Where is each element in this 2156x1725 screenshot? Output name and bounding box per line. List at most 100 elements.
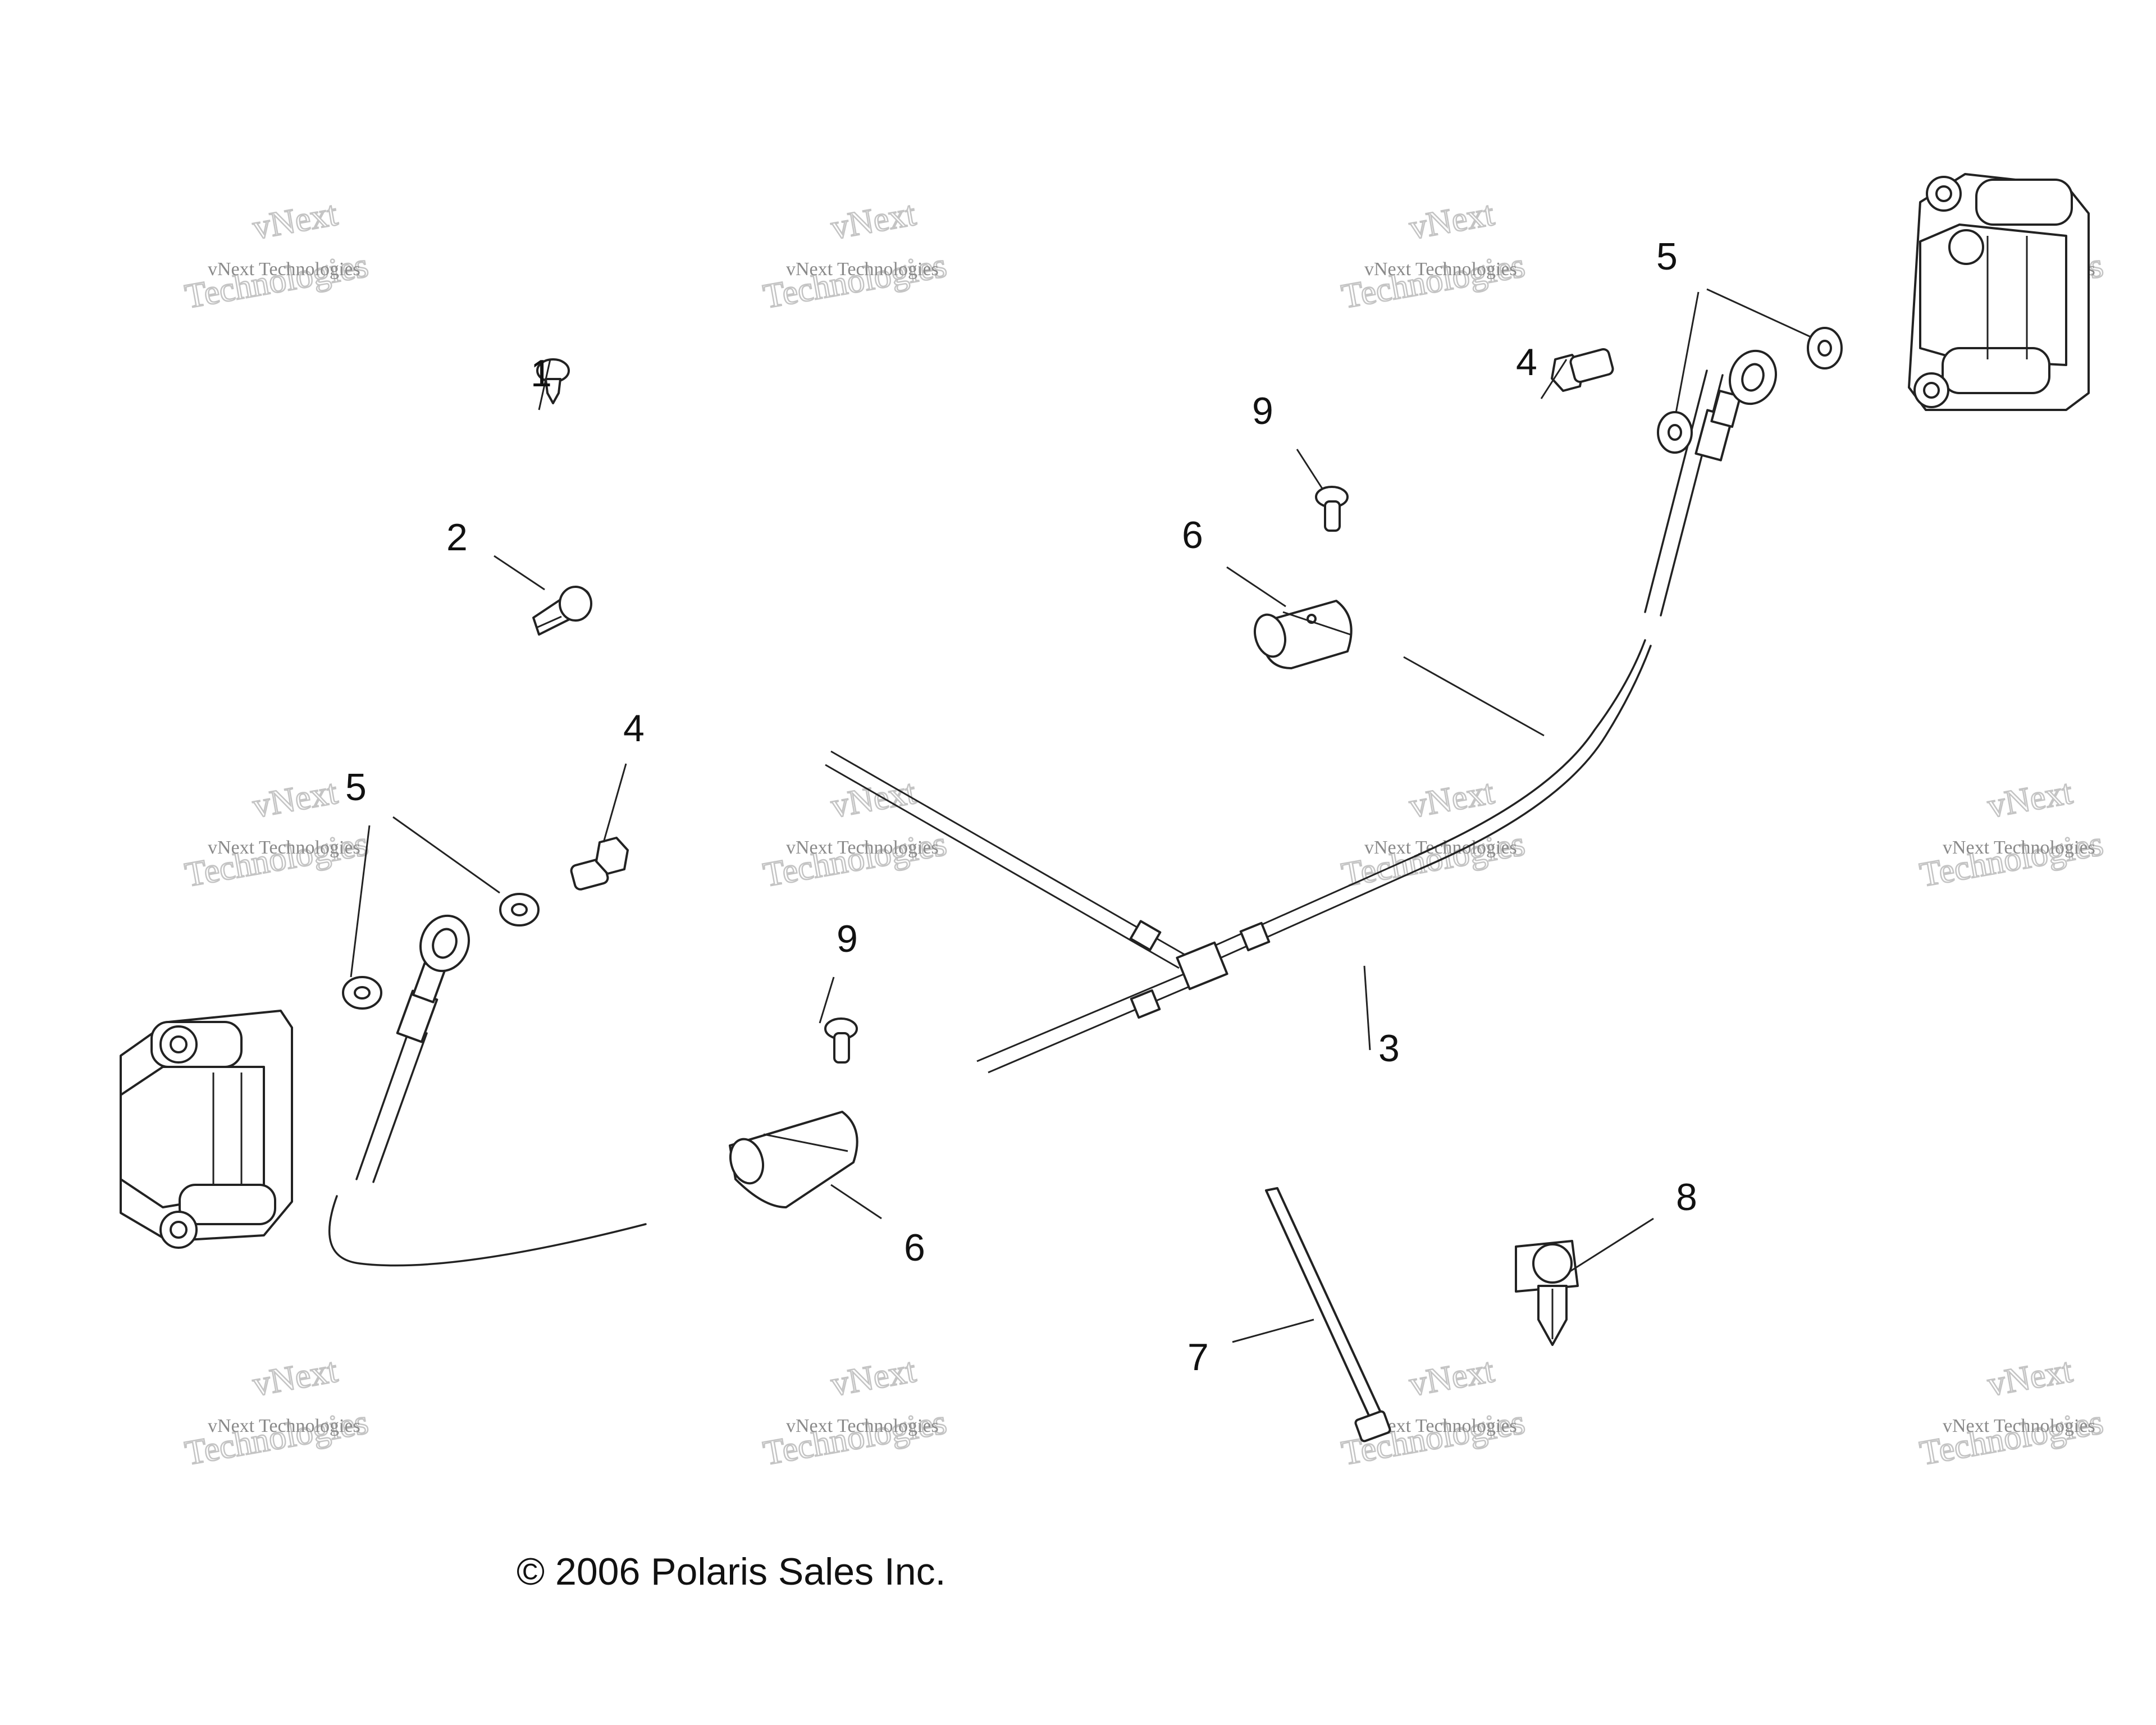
clip-edge xyxy=(1282,611,1351,636)
watermark-text: vNext Technologies xyxy=(1943,837,2095,858)
hose-ferrule xyxy=(1129,920,1162,951)
hose-ferrule xyxy=(1239,921,1271,952)
right-brake-caliper xyxy=(1908,173,2090,411)
callouts: 1 2 3 4 4 5 5 6 6 7 8 9 9 xyxy=(345,235,1697,1379)
crush-washers xyxy=(342,327,1843,1010)
brake-line-segment xyxy=(830,750,1185,956)
watermark-vnext: vNext xyxy=(250,195,340,247)
right-brake-hose xyxy=(1644,349,1778,617)
banjo-bolt-left xyxy=(570,837,629,891)
caliper-piston xyxy=(1975,179,2073,226)
watermark-technologies: Technologies xyxy=(182,824,371,894)
watermark-text: vNext Technologies xyxy=(208,837,360,858)
left-brake-hose xyxy=(328,914,647,1267)
watermark-technologies: Technologies xyxy=(182,1403,371,1472)
leader-6a xyxy=(1226,566,1286,608)
watermarks: vNext Technologies vNext Technologies vN… xyxy=(181,194,2107,1473)
callout-5: 5 xyxy=(1656,235,1678,278)
hose-tube xyxy=(1644,369,1708,613)
leader-6b xyxy=(830,1184,882,1220)
banjo-hole xyxy=(432,928,458,959)
leader-4a xyxy=(602,763,627,843)
leader-4b xyxy=(1540,359,1568,399)
leader-2 xyxy=(494,555,545,591)
bolt-head xyxy=(595,837,629,875)
washer-hole xyxy=(511,903,528,916)
brake-line-segment xyxy=(1212,868,1421,962)
leader-9a xyxy=(1296,449,1323,489)
watermark-vnext: vNext xyxy=(250,773,340,825)
leader-5a-2 xyxy=(350,825,371,978)
bolt-shank xyxy=(1569,348,1614,384)
tie-strap xyxy=(1265,1187,1385,1425)
watermark-vnext: vNext xyxy=(1985,1352,2075,1404)
hose-tube xyxy=(355,1026,411,1180)
callout-1: 1 xyxy=(531,352,552,395)
washer-hole xyxy=(1817,340,1832,357)
watermark-technologies: Technologies xyxy=(1917,824,2106,894)
leader-7 xyxy=(1232,1318,1314,1343)
callout-4: 4 xyxy=(1516,341,1537,384)
watermark-text: vNext Technologies xyxy=(1364,259,1517,280)
caliper-piston xyxy=(1942,347,2050,394)
watermark-text: vNext Technologies xyxy=(786,1416,939,1436)
washer-hole xyxy=(354,986,371,1000)
callout-9: 9 xyxy=(837,918,858,960)
tee-fitting xyxy=(1176,941,1228,991)
screw-lower xyxy=(824,1017,858,1064)
rivet-shank xyxy=(545,378,561,404)
copyright-notice: © 2006 Polaris Sales Inc. xyxy=(517,1550,946,1593)
washer-hole xyxy=(1668,424,1682,441)
clamp-loop xyxy=(559,586,592,622)
watermark-vnext: vNext xyxy=(1406,1352,1497,1404)
watermark-technologies: Technologies xyxy=(1339,246,1528,316)
watermark-technologies: Technologies xyxy=(1339,824,1528,894)
clip-opening xyxy=(729,1138,764,1185)
brake-line-segment xyxy=(1207,855,1415,950)
leader-5b-2 xyxy=(1706,288,1811,338)
brake-line-segment xyxy=(1414,639,1646,857)
screw-shank xyxy=(833,1032,850,1064)
callout-4: 4 xyxy=(623,707,645,750)
leader-5a xyxy=(392,816,500,894)
watermark-text: vNext Technologies xyxy=(1943,1416,2095,1436)
callout-3: 3 xyxy=(1378,1027,1400,1070)
caliper-mount-hole-inner xyxy=(1923,382,1940,399)
leader-lines xyxy=(350,288,1811,1343)
callout-6: 6 xyxy=(904,1226,925,1269)
watermark-vnext: vNext xyxy=(1406,195,1497,247)
callout-8: 8 xyxy=(1676,1176,1697,1219)
banjo-hole xyxy=(1741,363,1765,392)
leader-8 xyxy=(1569,1217,1654,1273)
callout-6: 6 xyxy=(1182,514,1203,556)
clip-opening xyxy=(1254,613,1286,658)
watermark-technologies: Technologies xyxy=(182,246,371,316)
brake-line-segment xyxy=(1419,645,1652,870)
leader-3 xyxy=(1363,965,1371,1051)
harness-clip xyxy=(1515,1240,1579,1346)
leader-5b xyxy=(1675,291,1700,413)
screw-upper xyxy=(1315,486,1349,532)
watermark-technologies: Technologies xyxy=(1917,1403,2106,1472)
push-rivet xyxy=(536,358,570,404)
caliper-bolt-hole-inner xyxy=(1935,185,1952,202)
caliper-housing xyxy=(1919,223,2067,366)
watermark-technologies: Technologies xyxy=(761,824,949,894)
caliper-port xyxy=(1948,229,1984,265)
hose-ferrule xyxy=(1710,390,1742,428)
brake-line-assembly xyxy=(825,639,1652,1074)
callout-9: 9 xyxy=(1252,390,1273,432)
caliper-mount-hole-inner xyxy=(170,1221,188,1239)
hose-tube xyxy=(328,1195,647,1267)
watermark-vnext: vNext xyxy=(1985,773,2075,825)
watermark-text: vNext Technologies xyxy=(1364,837,1517,858)
callout-5: 5 xyxy=(345,766,367,809)
callout-7: 7 xyxy=(1187,1336,1209,1379)
cable-tie xyxy=(1265,1187,1391,1443)
clip-ring xyxy=(1532,1243,1573,1284)
watermark-vnext: vNext xyxy=(1406,773,1497,825)
grommet-clip-upper xyxy=(1254,600,1353,669)
brake-line-segment xyxy=(825,764,1180,969)
grommet-clip-lower xyxy=(729,1111,858,1208)
